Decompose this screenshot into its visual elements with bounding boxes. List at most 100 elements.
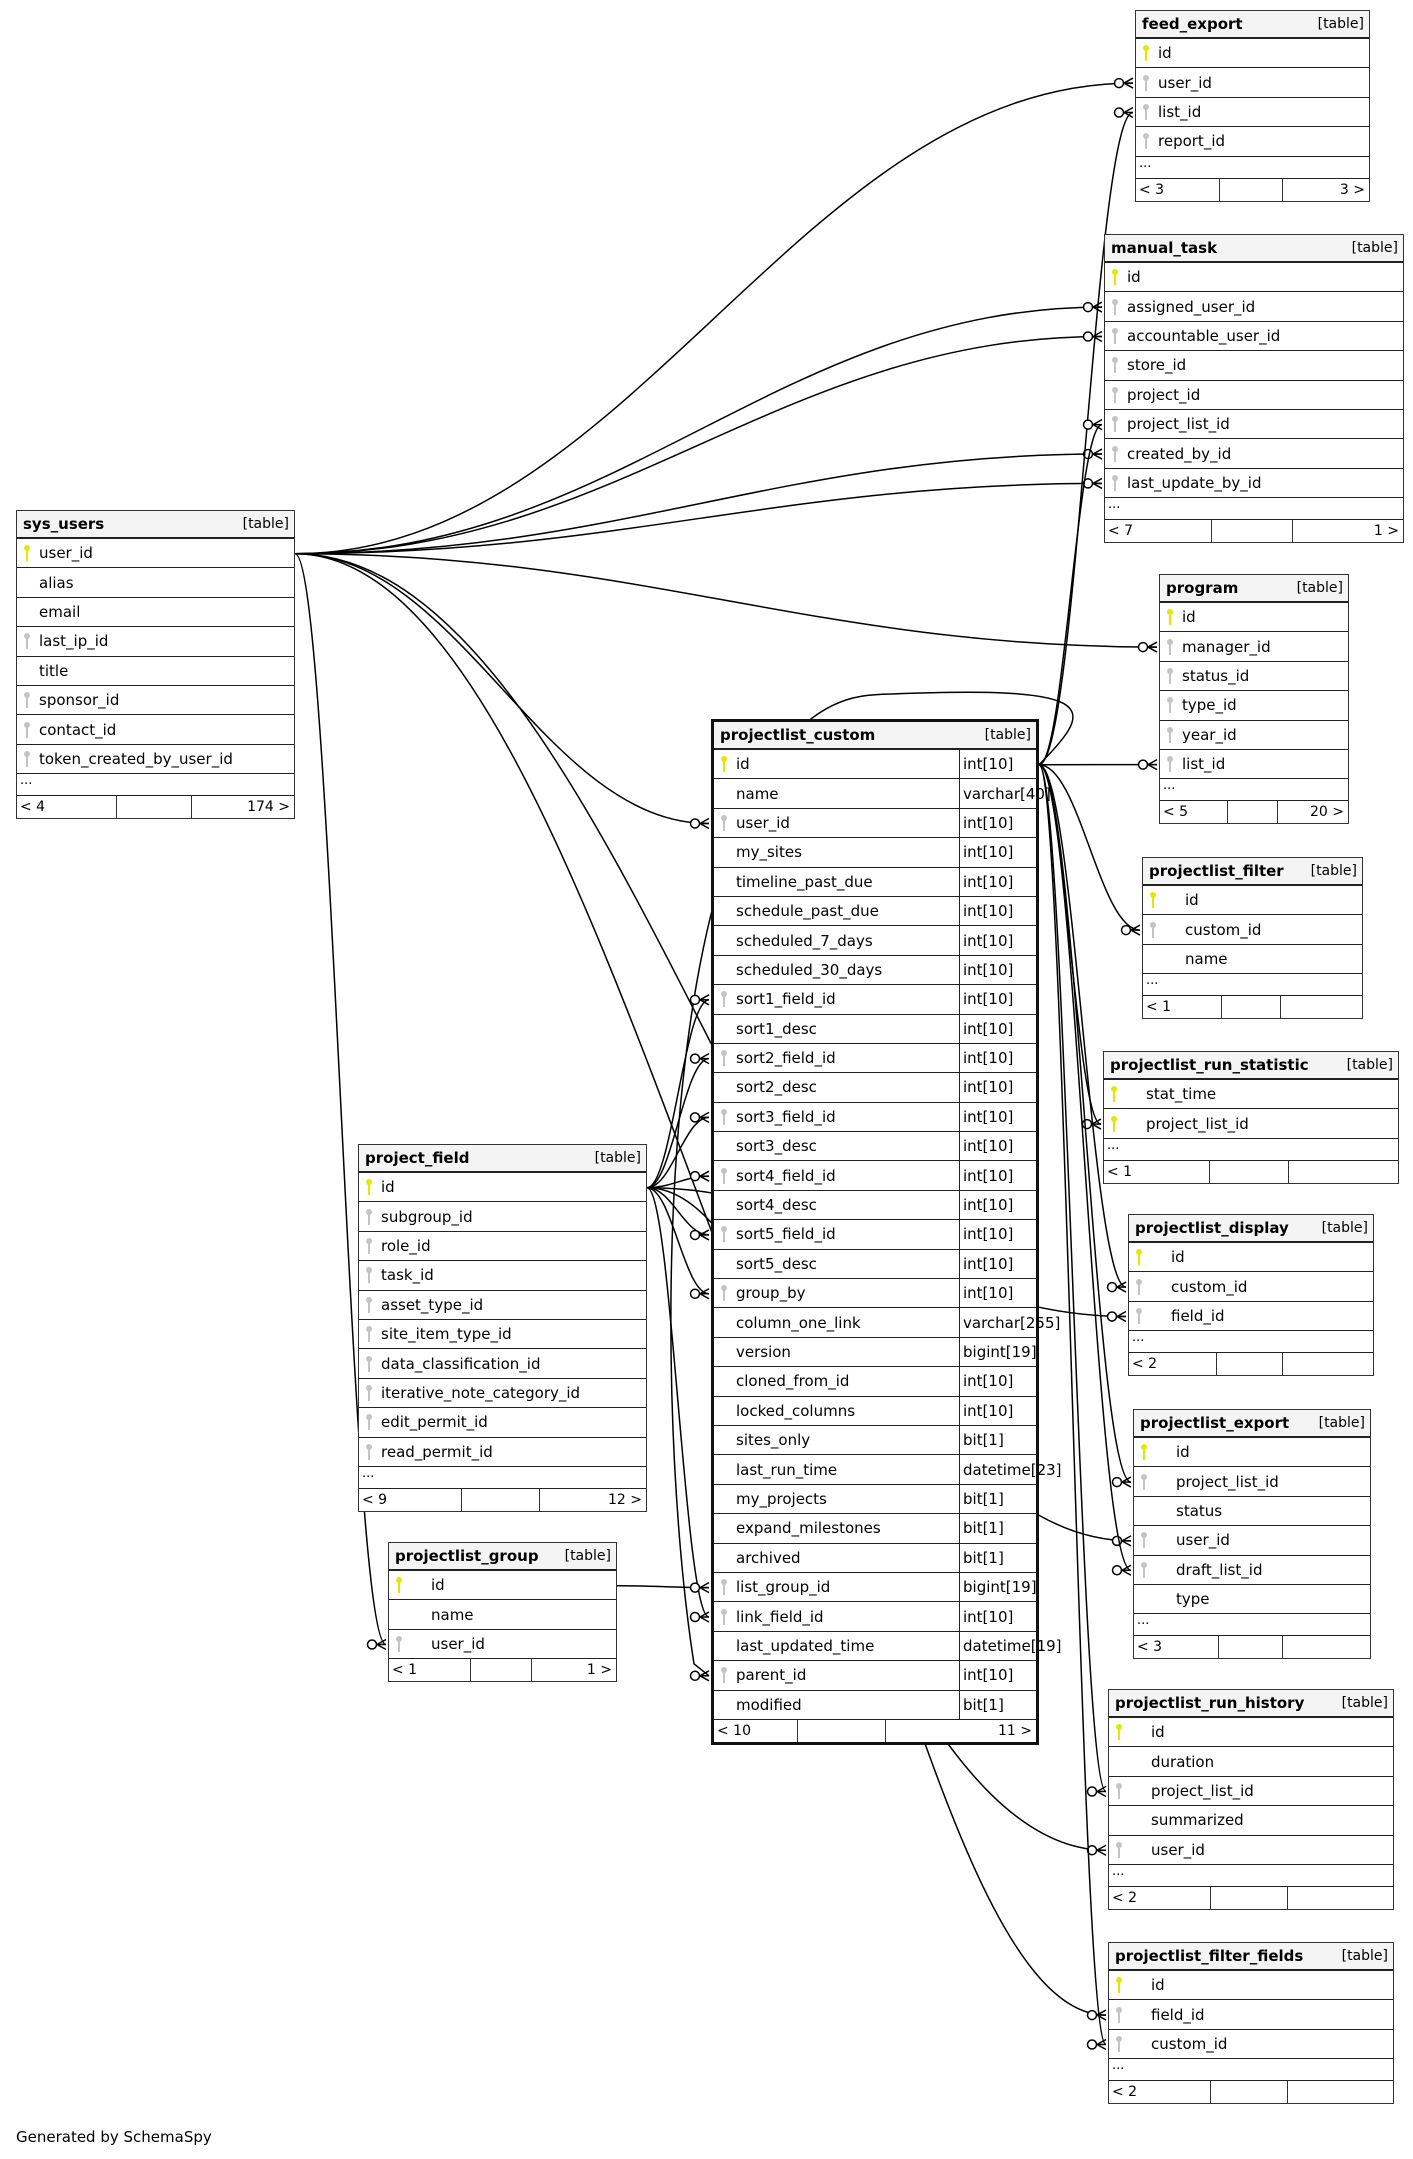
table-name[interactable]: feed_export: [1142, 15, 1243, 33]
parents-count-link[interactable]: < 10: [714, 1719, 798, 1742]
table-name[interactable]: project_field: [365, 1149, 470, 1167]
column-row[interactable]: asset_type_id: [359, 1291, 646, 1320]
more-columns-indicator[interactable]: ...: [1129, 1331, 1373, 1354]
parents-count-link[interactable]: < 5: [1160, 801, 1228, 824]
column-row[interactable]: id: [1105, 263, 1403, 293]
more-columns-indicator[interactable]: ...: [359, 1466, 646, 1489]
children-count-link[interactable]: 1 >: [586, 1662, 612, 1679]
column-row[interactable]: email: [17, 598, 294, 628]
column-row[interactable]: read_permit_id: [359, 1438, 646, 1467]
column-row[interactable]: user_id: [389, 1630, 616, 1660]
children-count-link[interactable]: [1283, 1353, 1373, 1375]
table-name[interactable]: projectlist_export: [1140, 1414, 1290, 1432]
column-row[interactable]: project_list_id: [1105, 410, 1403, 440]
column-row[interactable]: user_id: [1136, 68, 1369, 98]
children-count-link[interactable]: [1288, 1887, 1393, 1909]
parents-count-link[interactable]: < 3: [1136, 178, 1220, 201]
column-row[interactable]: report_id: [1136, 127, 1369, 157]
column-row[interactable]: task_id: [359, 1261, 646, 1291]
more-columns-indicator[interactable]: ...: [1105, 498, 1403, 521]
table-name[interactable]: projectlist_custom: [720, 726, 876, 744]
table-name[interactable]: projectlist_filter_fields: [1115, 1947, 1304, 1965]
column-row[interactable]: project_list_id: [1104, 1109, 1398, 1139]
column-row[interactable]: assigned_user_id: [1105, 292, 1403, 322]
column-row[interactable]: id: [359, 1173, 646, 1203]
table-name[interactable]: projectlist_group: [395, 1547, 539, 1565]
children-count-link[interactable]: 12 >: [608, 1491, 642, 1508]
column-row[interactable]: edit_permit_id: [359, 1408, 646, 1438]
column-row[interactable]: token_created_by_user_id: [17, 745, 294, 775]
column-row[interactable]: duration: [1109, 1747, 1393, 1777]
more-columns-indicator[interactable]: ...: [1134, 1614, 1370, 1637]
column-row[interactable]: project_list_id: [1134, 1467, 1370, 1497]
column-row[interactable]: field_id: [1129, 1302, 1373, 1332]
table-header[interactable]: manual_task[table]: [1105, 235, 1403, 263]
column-row[interactable]: sponsor_id: [17, 686, 294, 716]
parents-count-link[interactable]: < 4: [17, 796, 117, 819]
column-row[interactable]: alias: [17, 568, 294, 598]
column-row[interactable]: stat_time: [1104, 1080, 1398, 1110]
column-row[interactable]: id: [1109, 1718, 1393, 1748]
column-row[interactable]: accountable_user_id: [1105, 322, 1403, 352]
more-columns-indicator[interactable]: ...: [1109, 1864, 1393, 1887]
table-name[interactable]: projectlist_run_history: [1115, 1694, 1305, 1712]
column-row[interactable]: year_id: [1160, 721, 1348, 750]
more-columns-indicator[interactable]: ...: [17, 774, 294, 797]
column-row[interactable]: created_by_id: [1105, 439, 1403, 469]
more-columns-indicator[interactable]: ...: [1109, 2059, 1393, 2082]
column-row[interactable]: user_id: [17, 539, 294, 569]
parents-count-link[interactable]: < 2: [1129, 1353, 1217, 1376]
children-count-link[interactable]: [1289, 1161, 1398, 1183]
table-name[interactable]: program: [1166, 579, 1239, 597]
table-header[interactable]: projectlist_display[table]: [1129, 1215, 1373, 1243]
column-row[interactable]: id: [1143, 886, 1362, 916]
table-header[interactable]: projectlist_run_statistic[table]: [1104, 1052, 1398, 1080]
table-name[interactable]: manual_task: [1111, 239, 1218, 257]
table-header[interactable]: feed_export[table]: [1136, 11, 1369, 39]
table-name[interactable]: sys_users: [23, 515, 105, 533]
column-row[interactable]: type: [1134, 1585, 1370, 1615]
children-count-link[interactable]: 174 >: [247, 799, 290, 816]
parents-count-link[interactable]: < 7: [1105, 520, 1213, 543]
children-count-link[interactable]: [1283, 1636, 1370, 1658]
more-columns-indicator[interactable]: ...: [1160, 779, 1348, 802]
column-row[interactable]: title: [17, 657, 294, 686]
column-row[interactable]: custom_id: [1129, 1272, 1373, 1302]
parents-count-link[interactable]: < 3: [1134, 1636, 1219, 1659]
column-row[interactable]: contact_id: [17, 715, 294, 745]
children-count-link[interactable]: 11 >: [998, 1722, 1032, 1739]
column-row[interactable]: user_id: [1134, 1526, 1370, 1556]
column-row[interactable]: id: [1160, 603, 1348, 633]
column-row[interactable]: data_classification_id: [359, 1349, 646, 1379]
table-projectlist-run-statistic[interactable]: projectlist_run_statistic[table]stat_tim…: [1103, 1051, 1399, 1184]
column-row[interactable]: summarized: [1109, 1806, 1393, 1836]
column-row[interactable]: field_id: [1109, 2000, 1393, 2030]
children-count-link[interactable]: 20 >: [1310, 804, 1344, 821]
more-columns-indicator[interactable]: ...: [1136, 156, 1369, 179]
column-row[interactable]: list_id: [1160, 750, 1348, 780]
column-row[interactable]: list_id: [1136, 98, 1369, 128]
table-header[interactable]: projectlist_export[table]: [1134, 1410, 1370, 1438]
